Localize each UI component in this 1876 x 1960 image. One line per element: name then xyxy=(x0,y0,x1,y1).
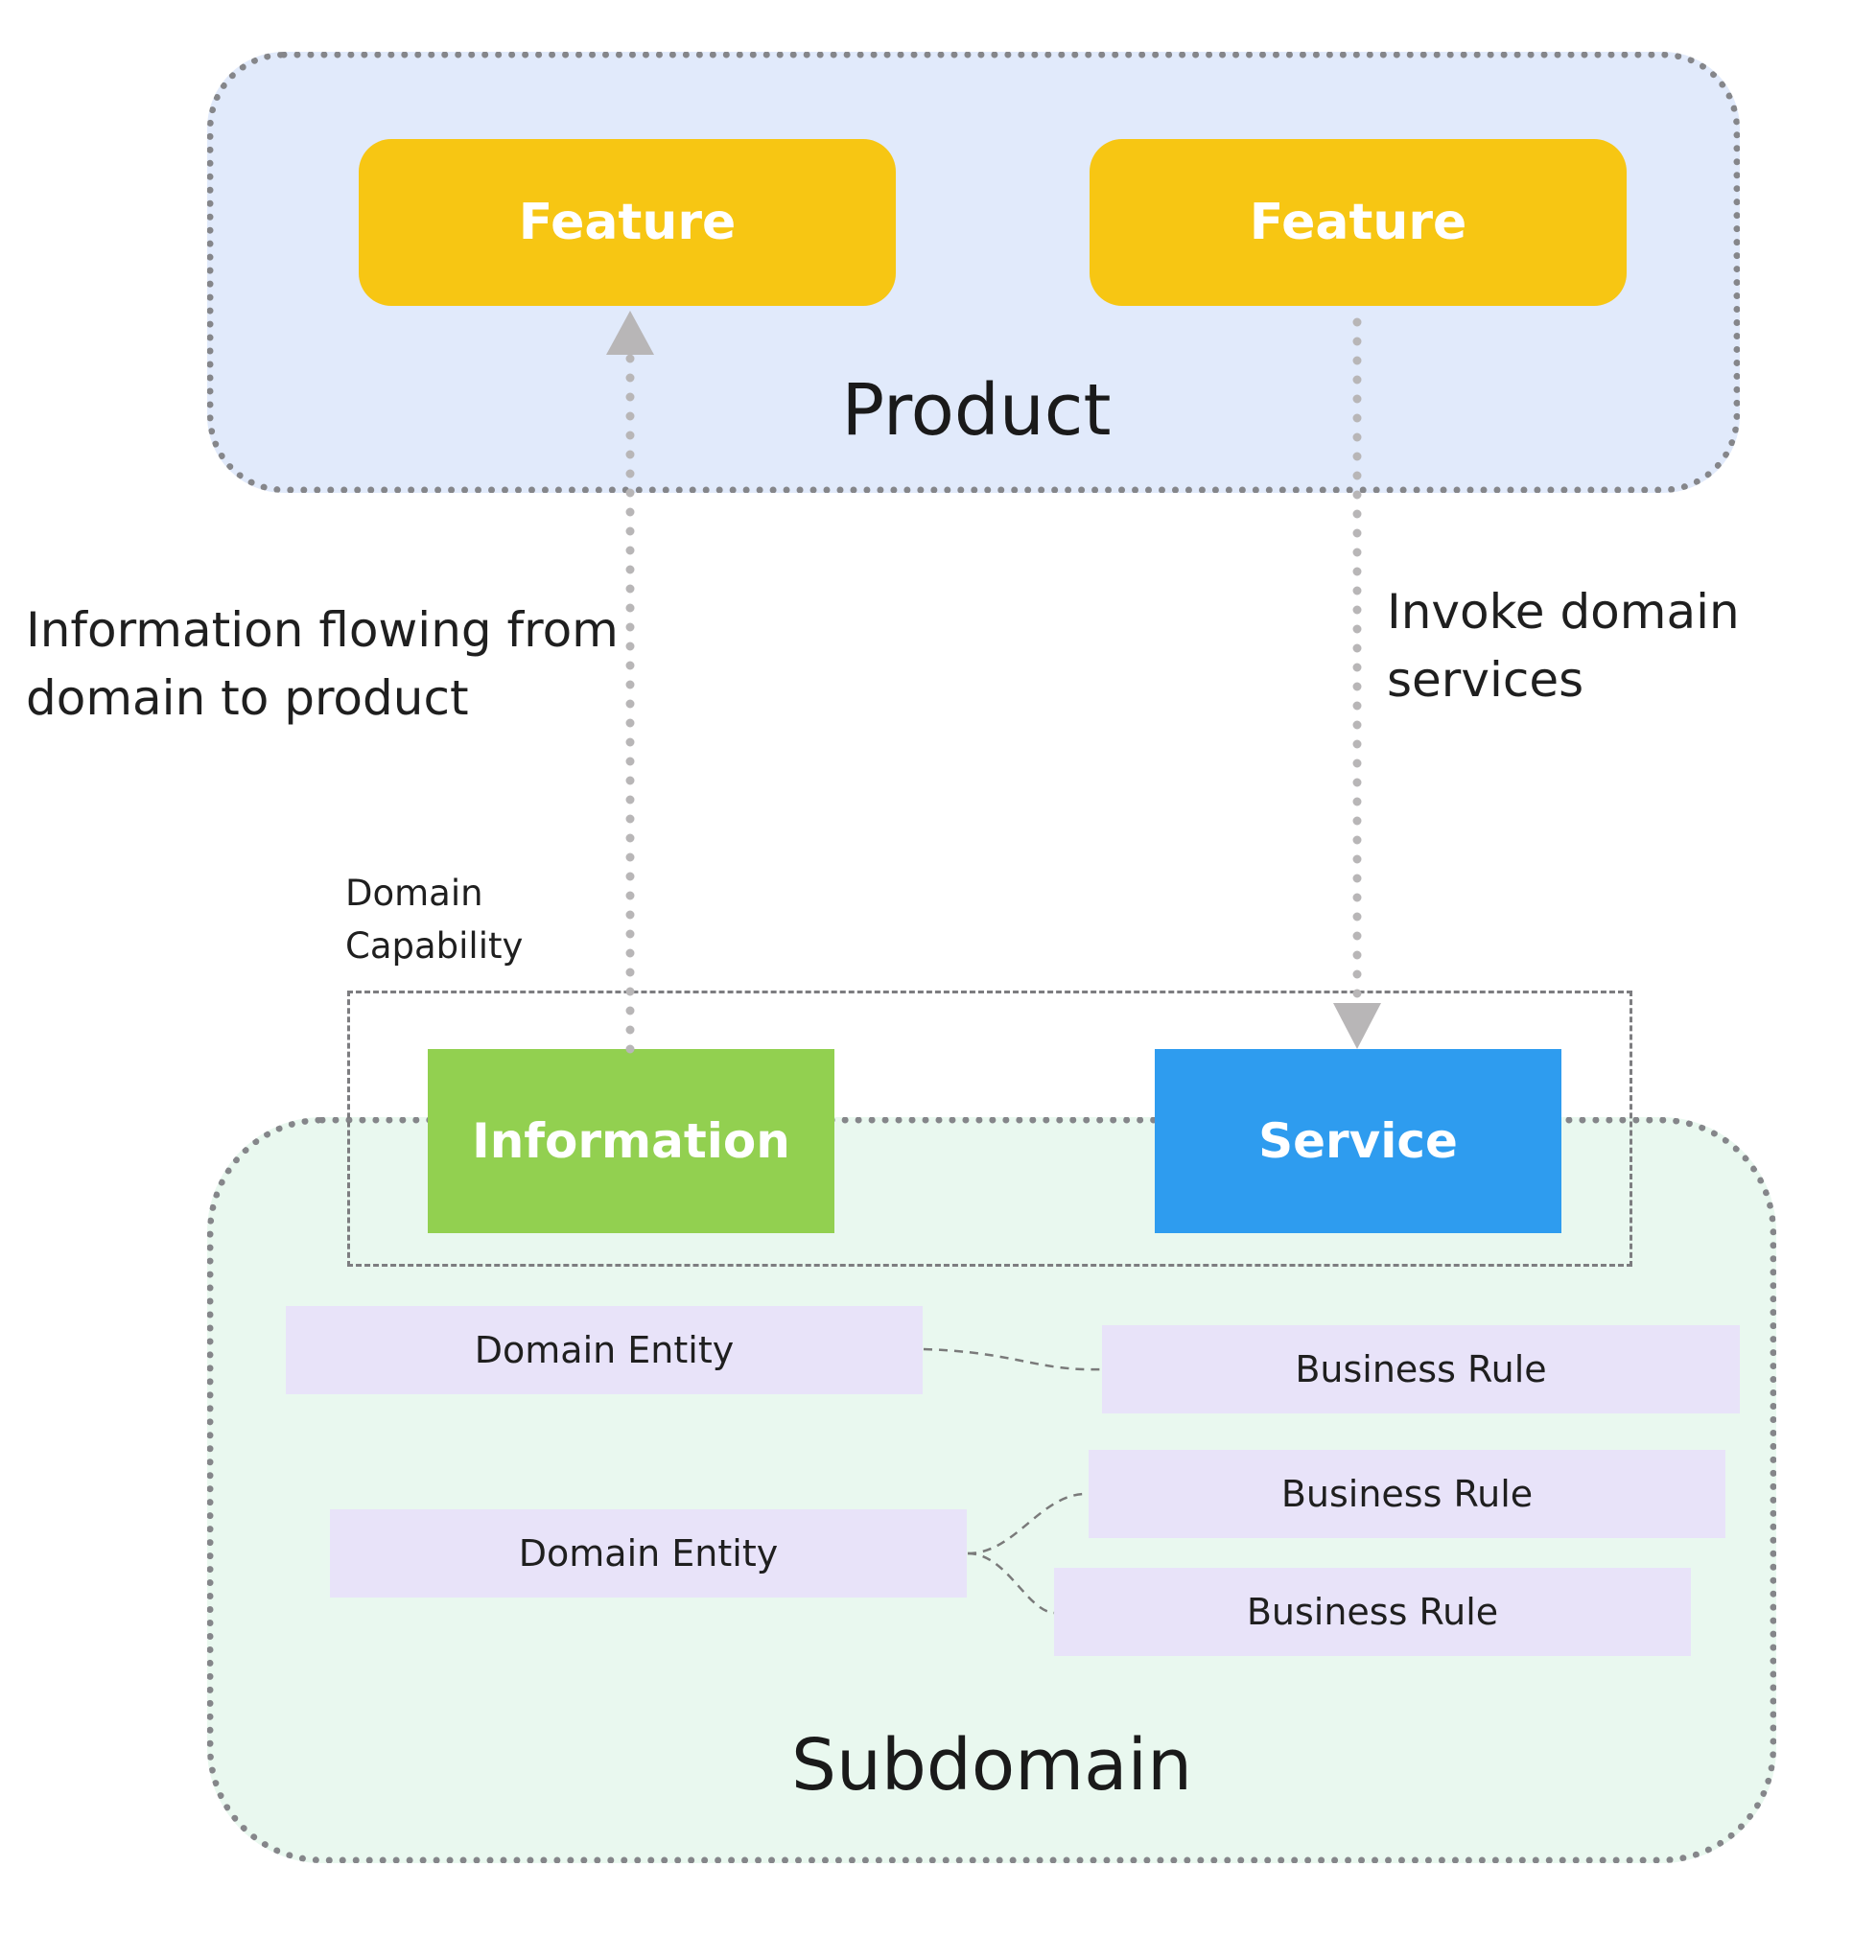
business-rule-box: Business Rule xyxy=(1089,1450,1725,1538)
business-rule-label: Business Rule xyxy=(1246,1591,1499,1633)
feature-label: Feature xyxy=(518,194,737,251)
domain-entity-box: Domain Entity xyxy=(330,1509,967,1598)
caption-line: domain to product xyxy=(26,670,469,726)
service-box: Service xyxy=(1155,1049,1561,1233)
business-rule-box: Business Rule xyxy=(1054,1568,1691,1656)
information-flow-caption: Information flowing from domain to produ… xyxy=(26,596,619,733)
business-rule-box: Business Rule xyxy=(1102,1325,1740,1413)
caption-line: services xyxy=(1387,652,1584,708)
service-label: Service xyxy=(1258,1113,1458,1169)
feature-label: Feature xyxy=(1249,194,1467,251)
caption-line: Information flowing from xyxy=(26,602,619,658)
feature-box-left: Feature xyxy=(359,139,896,306)
domain-entity-box: Domain Entity xyxy=(286,1306,923,1394)
domain-entity-label: Domain Entity xyxy=(518,1532,779,1575)
domain-capability-label: Domain Capability xyxy=(345,867,523,972)
domain-entity-label: Domain Entity xyxy=(474,1329,735,1371)
feature-box-right: Feature xyxy=(1090,139,1627,306)
business-rule-label: Business Rule xyxy=(1280,1473,1534,1515)
product-title: Product xyxy=(841,369,1112,452)
information-label: Information xyxy=(472,1113,790,1169)
label-line: Domain xyxy=(345,873,483,914)
caption-line: Invoke domain xyxy=(1387,584,1740,640)
information-box: Information xyxy=(428,1049,834,1233)
business-rule-label: Business Rule xyxy=(1295,1348,1547,1390)
label-line: Capability xyxy=(345,925,524,967)
domain-capability-frame xyxy=(347,991,1632,1267)
subdomain-title: Subdomain xyxy=(791,1724,1192,1807)
invoke-services-caption: Invoke domain services xyxy=(1387,578,1740,714)
